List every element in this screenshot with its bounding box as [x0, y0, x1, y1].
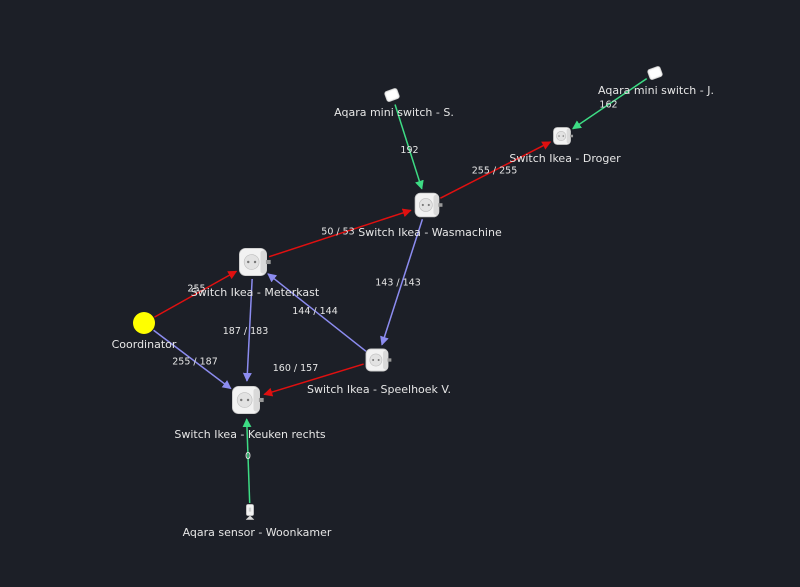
- node-speelhoek[interactable]: Switch Ikea - Speelhoek V.: [307, 348, 451, 396]
- link-wasmachine-speelhoek[interactable]: [380, 219, 424, 346]
- plug-icon: [365, 348, 392, 372]
- node-label: Switch Ikea - Wasmachine: [358, 226, 502, 239]
- link-quality-label: 144 / 144: [292, 306, 338, 317]
- node-droger[interactable]: Switch Ikea - Droger: [509, 127, 621, 166]
- link-wasmachine-droger[interactable]: [440, 141, 552, 199]
- link-meterkast-wasmachine[interactable]: [268, 208, 412, 258]
- node-label: Aqara sensor - Woonkamer: [183, 526, 332, 539]
- links-layer: 255 255 / 187 50 / 53 187 / 183 144 / 144 143…: [153, 77, 648, 504]
- link-quality-label: 187 / 183: [223, 326, 269, 337]
- link-coordinator-keuken[interactable]: [153, 329, 232, 390]
- link-quality-label: 255 / 255: [472, 166, 518, 177]
- plug-icon: [414, 192, 443, 218]
- link-quality-label: 192: [400, 145, 418, 156]
- plug-icon: [231, 385, 264, 414]
- node-label: Aqara mini switch - J.: [598, 84, 714, 97]
- link-quality-label: 162: [599, 100, 617, 111]
- node-label: Coordinator: [112, 338, 177, 351]
- node-meterkast[interactable]: Switch Ikea - Meterkast: [191, 247, 320, 299]
- node-coordinator[interactable]: Coordinator: [112, 312, 177, 351]
- sensor-icon: [245, 504, 255, 520]
- node-keuken[interactable]: Switch Ikea - Keuken rechts: [174, 385, 326, 441]
- link-meterkast-keuken[interactable]: [242, 278, 253, 382]
- mini-switch-icon: [647, 66, 663, 80]
- link-aqara_j-droger[interactable]: [572, 77, 648, 130]
- link-quality-label: 160 / 157: [273, 363, 319, 374]
- node-label: Switch Ikea - Keuken rechts: [174, 428, 326, 441]
- node-wasmachine[interactable]: Switch Ikea - Wasmachine: [358, 192, 502, 239]
- link-quality-label: 50 / 53: [321, 227, 354, 238]
- link-quality-label: 143 / 143: [375, 278, 421, 289]
- mini-switch-icon: [384, 88, 400, 102]
- link-quality-label: 255: [187, 284, 205, 295]
- plug-icon: [553, 127, 574, 145]
- coordinator-marker: [133, 312, 155, 334]
- link-aqara_s-wasmachine[interactable]: [394, 104, 424, 190]
- node-label: Switch Ikea - Droger: [509, 152, 621, 165]
- node-aqara_j[interactable]: Aqara mini switch - J.: [598, 66, 714, 97]
- link-coordinator-meterkast[interactable]: [154, 270, 238, 318]
- node-aqara_s[interactable]: Aqara mini switch - S.: [334, 88, 454, 119]
- node-label: Aqara mini switch - S.: [334, 106, 454, 119]
- node-label: Switch Ikea - Speelhoek V.: [307, 383, 451, 396]
- link-quality-label: 0: [245, 451, 251, 462]
- link-quality-label: 255 / 187: [172, 357, 218, 368]
- plug-icon: [238, 247, 271, 276]
- node-label: Switch Ikea - Meterkast: [191, 286, 320, 299]
- link-speelhoek-meterkast[interactable]: [267, 273, 367, 352]
- node-sensor[interactable]: Aqara sensor - Woonkamer: [183, 504, 332, 539]
- link-sensor-keuken[interactable]: [242, 418, 252, 504]
- link-speelhoek-keuken[interactable]: [263, 363, 364, 397]
